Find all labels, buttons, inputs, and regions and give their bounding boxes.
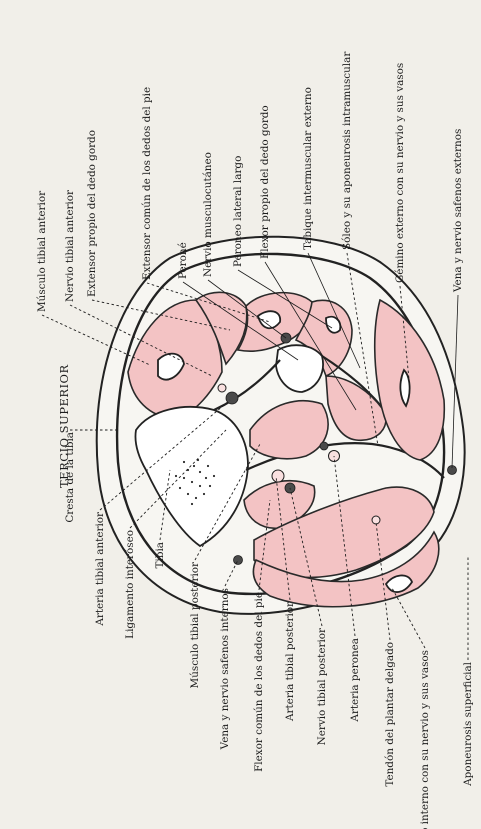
plantaris-tendon-dot [372,516,380,524]
label-tibial-crest: Cresta de la tibia [64,432,76,523]
posterior-tibial-artery-dot [272,470,284,482]
label-superficial-aponeurosis: Aponeurosis superficial [462,661,474,787]
label-posterior-tibial-nerve: Nervio tibial posterior [316,628,328,745]
cross-section [97,237,465,614]
label-posterior-tibial-artery: Arteria tibial posterior [284,602,296,722]
label-peroneus-longus: Peroneo lateral largo [232,156,244,267]
label-saphenous-external: Vena y nervio safenos externos [452,129,464,293]
label-fibula: Peroné [177,242,189,279]
peroneal-vein-dot [320,442,328,450]
saphenous-internal-dot [234,556,243,565]
anterior-tibial-nerve-dot [218,384,226,392]
label-peroneal-artery: Arteria peronea [349,638,361,723]
label-intermuscular-septum: Tabique intermuscular externo [302,87,314,250]
label-tibia: Tibia [154,542,166,568]
label-anterior-tibial-nerve: Nervio tibial anterior [64,190,76,302]
label-soleus: Sóleo y su aponeurosis intramuscular [341,52,353,250]
label-tibialis-anterior: Músculo tibial anterior [36,191,48,312]
label-plantaris-tendon: Tendón del plantar delgado [384,642,396,787]
label-gastrocnemius-medial: Gémino interno con su nervio y sus vasos [419,650,431,829]
label-flexor-hallucis: Flexor propio del dedo gordo [259,105,271,259]
label-saphenous-internal: Vena y nervio safenos internos [219,588,231,750]
label-gastrocnemius-lateral: Gémino externo con su nervio y sus vasos [394,63,406,283]
label-musculocutaneous-nerve: Nervio musculocutáneo [202,152,214,277]
label-flexor-digitorum: Flexor común de los dedos del pie [253,592,265,772]
label-anterior-tibial-artery: Arteria tibial anterior [94,512,106,627]
label-extensor-hallucis: Extensor propio del dedo gordo [86,130,98,297]
label-tibialis-posterior: Músculo tibial posterior [189,562,201,688]
label-interosseous-ligament: Ligamento interóseo [124,530,136,639]
label-extensor-digitorum: Extensor común de los dedos del pie [141,87,153,280]
